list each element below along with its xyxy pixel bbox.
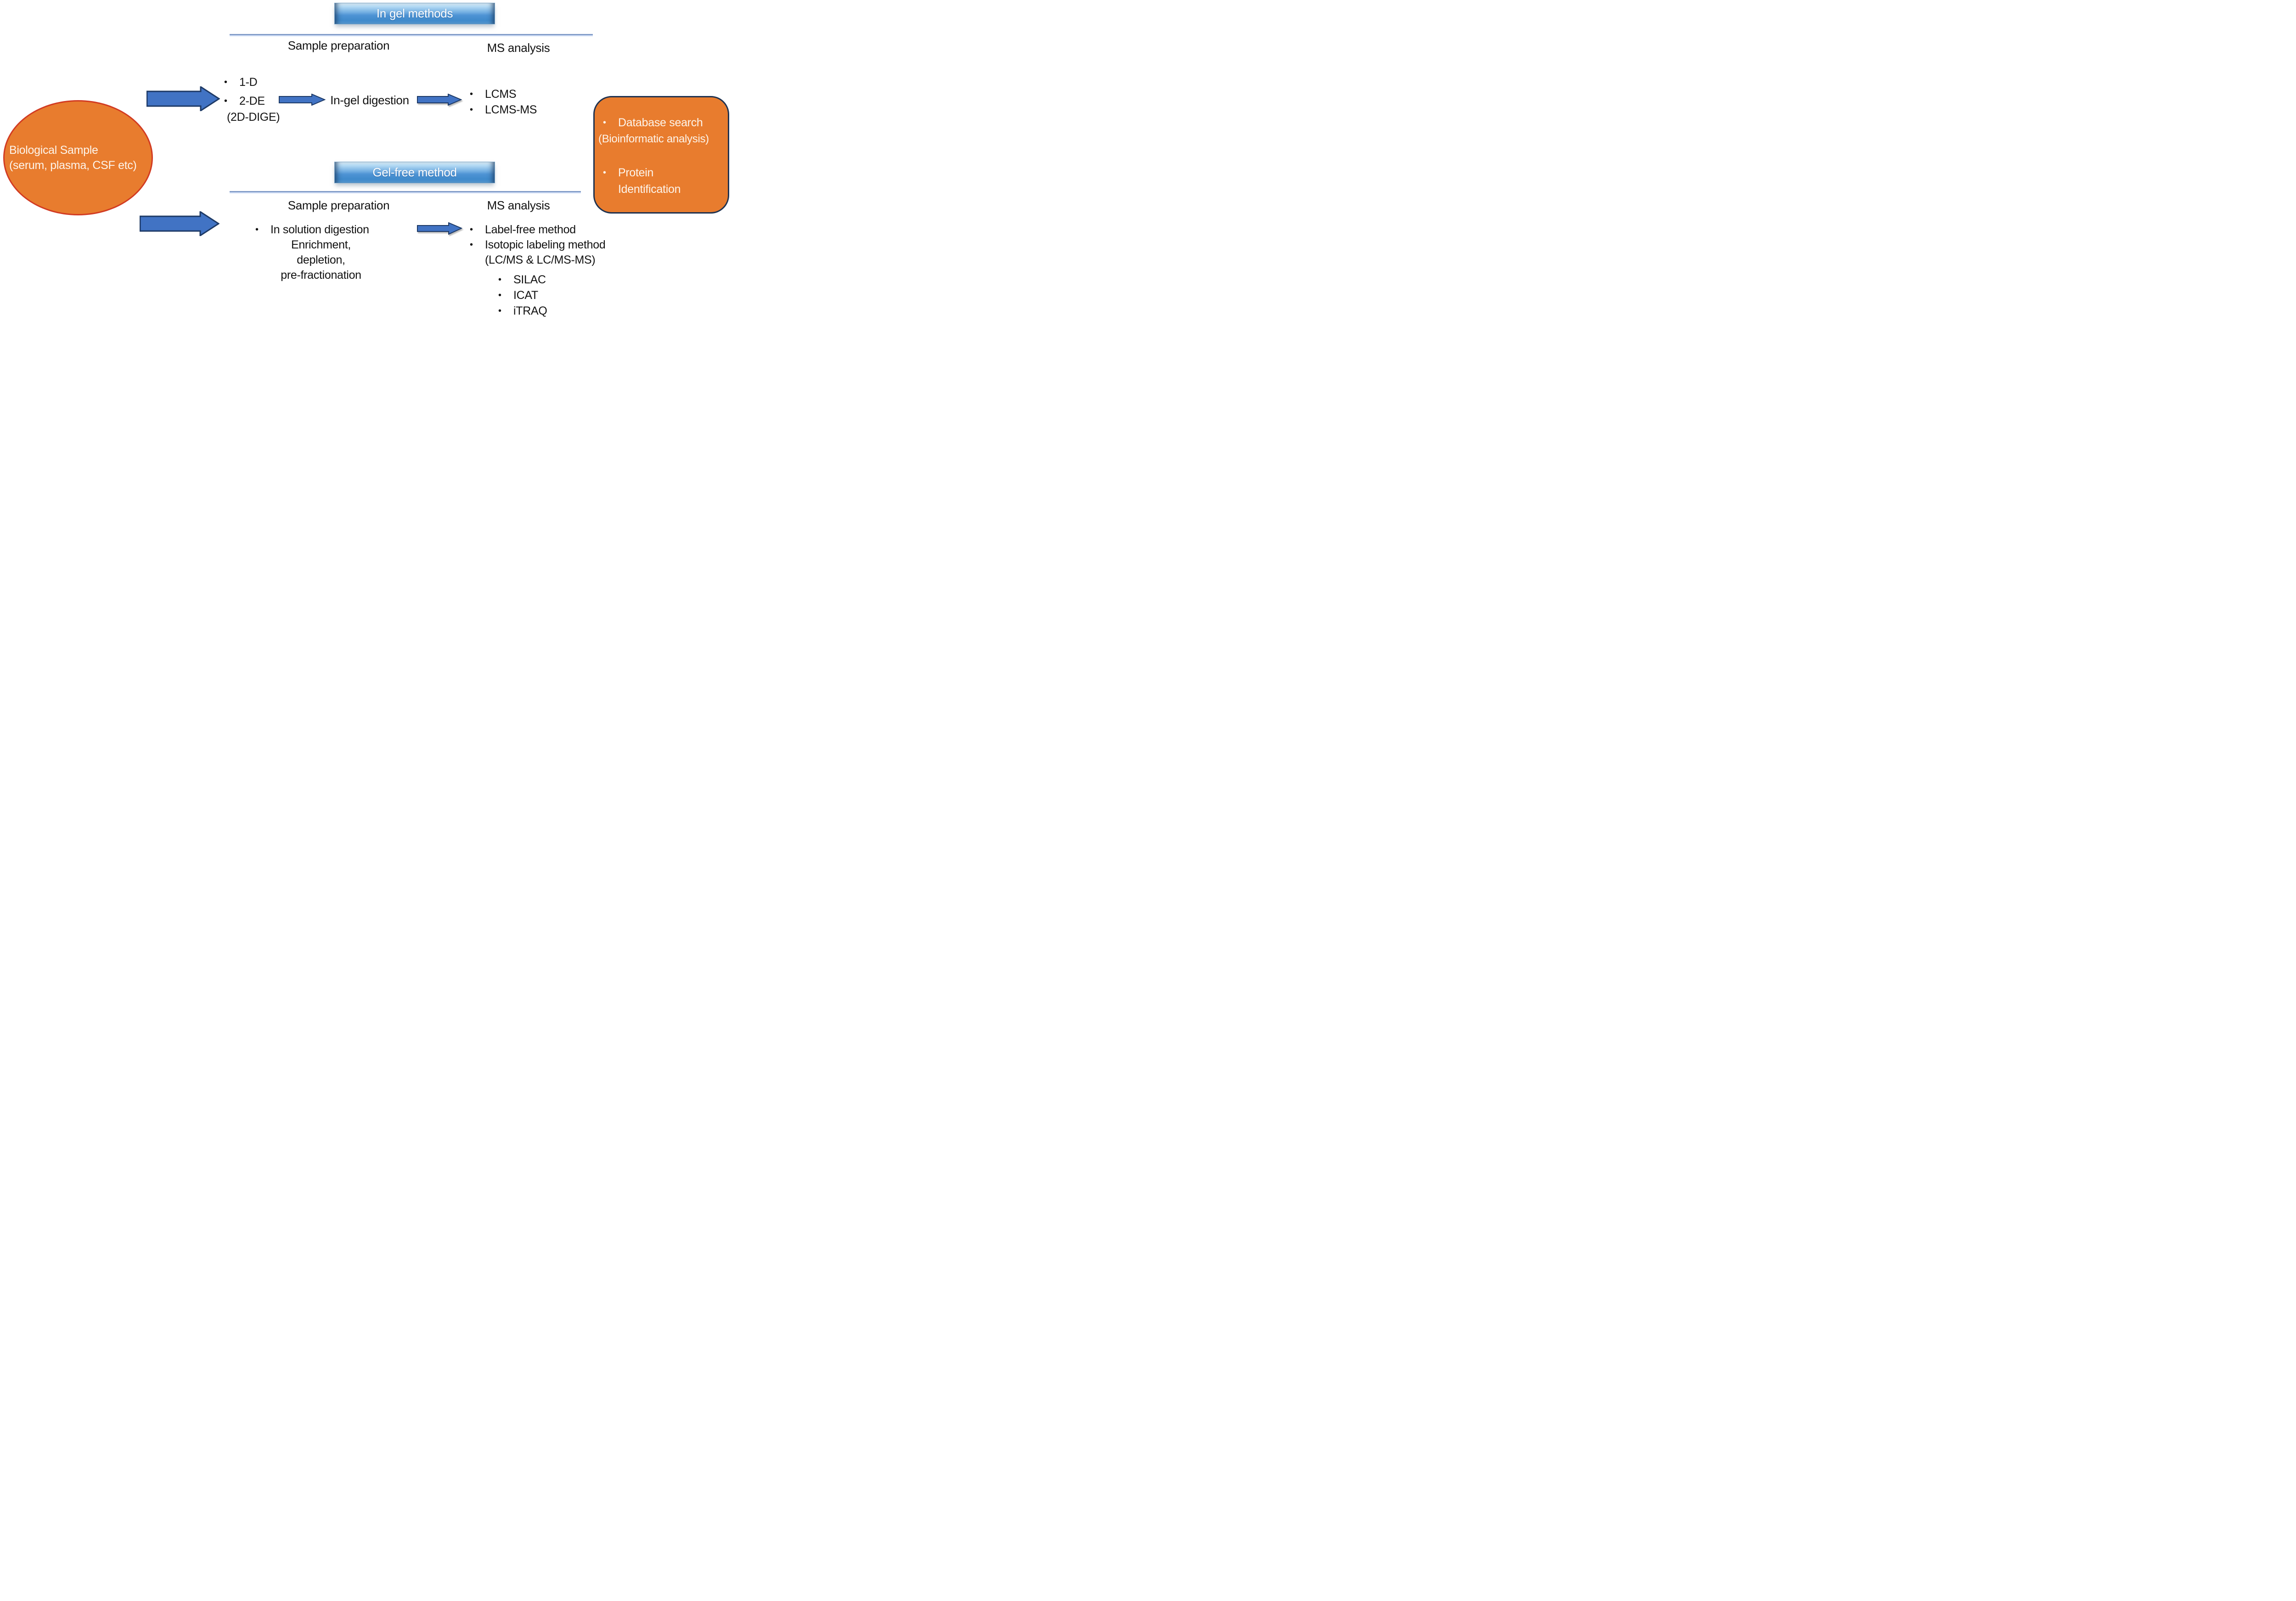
gel-free-method-banner-label: Gel-free method <box>372 165 457 179</box>
bullet-icon: • <box>470 225 473 235</box>
output-bioinformatic-analysis-label: (Bioinformatic analysis) <box>598 133 709 145</box>
database-search-result-box: • Database search (Bioinformatic analysi… <box>593 96 729 214</box>
prep-to-digestion-arrow-icon <box>279 94 326 106</box>
in-gel-section-divider-line <box>230 34 593 36</box>
gelfree-prep-to-ms-arrow-icon <box>417 222 462 235</box>
in-gel-ms-analysis-header: MS analysis <box>487 41 550 55</box>
proteomics-workflow-diagram: In gel methods Sample preparation MS ana… <box>0 0 735 320</box>
bullet-icon: • <box>470 89 473 99</box>
bullet-icon: • <box>470 240 473 250</box>
gel-free-ms-analysis-header: MS analysis <box>487 198 550 212</box>
biological-sample-label-line2: (serum, plasma, CSF etc) <box>9 158 137 172</box>
gel-prep-item-2de: 2-DE <box>239 95 265 107</box>
bullet-icon: • <box>603 118 606 128</box>
output-database-search-label: Database search <box>618 116 703 129</box>
list-item: • In solution digestion <box>255 223 369 236</box>
list-item: • ICAT <box>498 289 538 302</box>
in-gel-methods-banner-label: In gel methods <box>376 6 453 20</box>
list-item: • 2-DE <box>224 95 265 107</box>
sample-to-ingel-arrow-icon <box>146 86 220 111</box>
bullet-icon: • <box>603 168 606 178</box>
bullet-icon: • <box>224 77 227 87</box>
output-identification-label: Identification <box>618 183 681 196</box>
output-protein-label: Protein <box>618 166 654 179</box>
bullet-icon: • <box>498 290 501 300</box>
bullet-icon: • <box>498 275 501 285</box>
bullet-icon: • <box>470 105 473 115</box>
ms-note-lcms-lcmsms: (LC/MS & LC/MS-MS) <box>485 254 596 266</box>
ms-item-label-free-method: Label-free method <box>485 223 576 236</box>
bullet-icon: • <box>224 96 227 106</box>
in-gel-digestion-label: In-gel digestion <box>330 93 409 107</box>
bullet-icon: • <box>498 306 501 316</box>
ms-subitem-itraq: iTRAQ <box>513 304 547 317</box>
biological-sample-label-line1: Biological Sample <box>9 143 98 157</box>
gelfree-prep-line-depletion: depletion, <box>297 254 345 266</box>
biological-sample-ellipse: Biological Sample (serum, plasma, CSF et… <box>3 100 153 215</box>
sample-to-gelfree-arrow-icon <box>140 211 219 236</box>
in-gel-sample-preparation-header: Sample preparation <box>287 39 390 52</box>
gelfree-prep-item-in-solution-digestion: In solution digestion <box>270 223 369 236</box>
list-item: • Protein <box>603 166 653 179</box>
list-item: • LCMS-MS <box>470 103 537 116</box>
ms-item-lcms-ms: LCMS-MS <box>485 103 537 116</box>
gel-free-method-banner: Gel-free method <box>334 162 495 183</box>
ms-item-isotopic-labeling-method: Isotopic labeling method <box>485 238 606 251</box>
gel-free-section-divider-line <box>230 191 581 193</box>
list-item: • SILAC <box>498 273 546 286</box>
bullet-icon: • <box>255 225 259 235</box>
gel-free-sample-preparation-header: Sample preparation <box>287 198 390 212</box>
gelfree-prep-line-enrichment: Enrichment, <box>291 238 351 251</box>
ms-subitem-silac: SILAC <box>513 273 546 286</box>
list-item: • iTRAQ <box>498 304 547 317</box>
in-gel-methods-banner: In gel methods <box>334 3 495 24</box>
list-item: • 1-D <box>224 76 258 89</box>
gelfree-prep-line-pre-fractionation: pre-fractionation <box>281 269 361 282</box>
list-item: • Isotopic labeling method <box>470 238 606 251</box>
list-item: • Label-free method <box>470 223 576 236</box>
gel-prep-note-2d-dige: (2D-DIGE) <box>227 111 280 124</box>
gel-prep-item-1d: 1-D <box>239 76 258 89</box>
ms-item-lcms: LCMS <box>485 88 517 101</box>
ms-subitem-icat: ICAT <box>513 289 538 302</box>
list-item: • LCMS <box>470 88 517 101</box>
digestion-to-ms-arrow-icon <box>417 94 462 106</box>
list-item: • Database search <box>603 116 703 129</box>
